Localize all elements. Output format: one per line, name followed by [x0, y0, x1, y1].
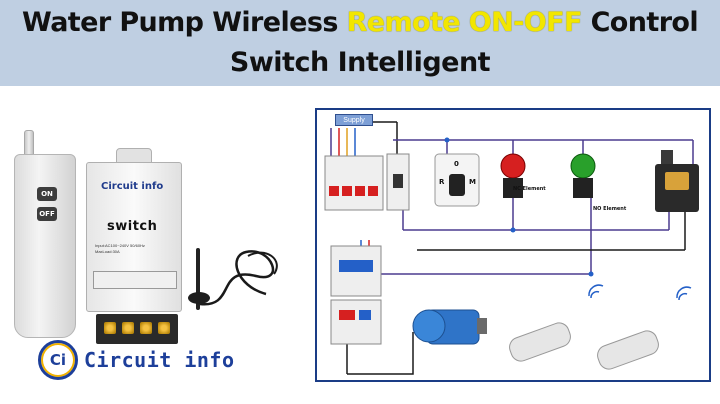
switch-body: Circuit info switch Input:AC100~240V 50/…: [86, 162, 182, 312]
product-illustration: ON OFF Circuit info switch Input:AC100~2…: [0, 96, 300, 344]
remote-off-button: OFF: [37, 207, 57, 221]
antenna-base: [188, 292, 210, 304]
selector-label-r: R: [439, 178, 445, 186]
title-part-1: Water Pump Wireless: [21, 7, 347, 38]
receiver-switch: Circuit info switch Input:AC100~240V 50/…: [86, 148, 182, 360]
title-line-1: Water Pump Wireless Remote ON-OFF Contro…: [0, 0, 720, 43]
nc-element-label: NC Element: [513, 186, 546, 192]
antenna-cable-icon: [199, 250, 278, 306]
no-element-label: NO Element: [593, 206, 627, 212]
terminal-screw: [122, 322, 134, 334]
switch-label: switch: [107, 219, 158, 234]
supply-label: Supply: [335, 114, 373, 126]
brand-logo: Ci: [38, 340, 78, 380]
selector-label-m: M: [469, 178, 476, 186]
title-banner: Water Pump Wireless Remote ON-OFF Contro…: [0, 0, 720, 86]
switch-brand: Circuit info: [101, 181, 164, 192]
title-part-2: Control: [581, 7, 699, 38]
antenna-rod: [196, 248, 200, 310]
remote-on-button: ON: [37, 187, 57, 201]
terminal-screw: [140, 322, 152, 334]
remote-control: ON OFF: [14, 154, 76, 338]
brand-logo-group: Ci Circuit info: [38, 340, 235, 380]
title-highlight: Remote ON-OFF: [346, 7, 583, 38]
terminal-strip: [93, 271, 177, 289]
terminal-block: [96, 314, 178, 344]
switch-spec-2: MaxLoad:30A: [95, 249, 120, 254]
switch-spec-1: Input:AC100~240V 50/60Hz: [95, 243, 145, 248]
selector-label-0: 0: [454, 160, 459, 168]
terminal-screw: [158, 322, 170, 334]
wiring-diagram: Supply R 0 M NC Element NO Element: [315, 108, 711, 382]
wiring-lines: [324, 121, 699, 375]
remote-antenna: [24, 130, 34, 156]
title-line-2: Switch Intelligent: [229, 47, 491, 78]
terminal-screw: [104, 322, 116, 334]
brand-name: Circuit info: [84, 348, 235, 372]
